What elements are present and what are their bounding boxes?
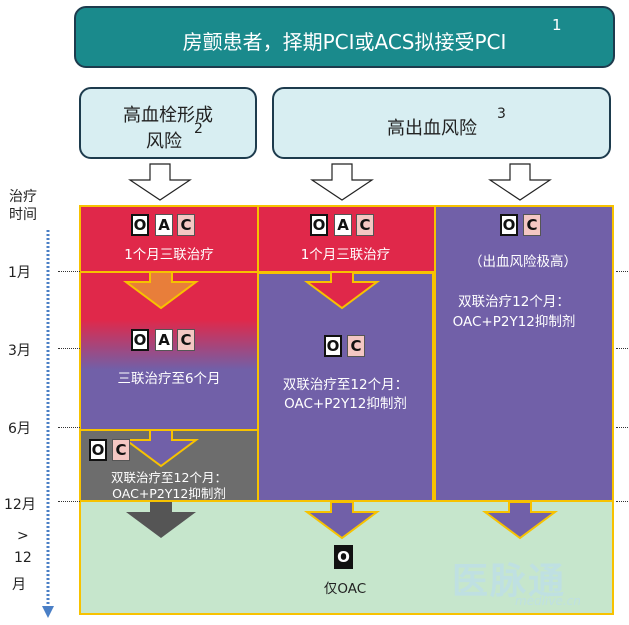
bleeding-risk-box: 高出血风险 3 [272,87,611,159]
col1-box3-badge-o: O [89,439,107,461]
guide-12m-right [616,501,628,502]
col3-text-line2: OAC+P2Y12抑制剂 [452,314,576,330]
tick-beyond-month: 月 [12,577,26,593]
col1-box2-badge-c: C [177,329,195,351]
header-ref: 1 [552,16,562,34]
guide-6m-left [58,427,80,428]
col1-box2-badge-o: O [131,329,149,351]
thrombo-risk-box: 高血栓形成 风险 2 [79,87,257,159]
bleeding-risk-ref: 3 [497,106,506,122]
timeline-title-line2: 时间 [9,207,37,223]
tick-12m: 12月 [4,497,36,513]
separator-1m [81,271,434,273]
col1-box2-badge-a: A [155,329,173,351]
col2-box2-text-line1: 双联治疗至12个月： [282,377,409,393]
col3-badge-c: C [523,214,541,236]
col2-box2-badge-o: O [324,335,342,357]
outline-arrow-col3 [488,163,552,201]
bleeding-risk-label: 高出血风险 [387,118,477,139]
outline-arrow-col2 [310,163,374,201]
thrombo-risk-line2: 风险 [146,131,182,152]
col1-box1-badge-a: A [155,214,173,236]
watermark-en: medlive.cn [515,594,581,608]
guide-1m-right [616,271,628,272]
col2-box2 [257,272,434,502]
col1-box1-badge-o: O [131,214,149,236]
tick-6m: 6月 [8,421,31,437]
col3-text-line1: 双联治疗12个月： [458,294,570,310]
tick-beyond-12: 12 [14,550,32,566]
col1-arrow-3 [126,502,196,538]
tick-1m: 1月 [8,265,31,281]
guide-12m-left [58,501,80,502]
watermark-cn: 医脉通 [452,561,567,602]
col2-box1-badge-o: O [310,214,328,236]
header-title: 房颤患者，择期PCI或ACS拟接受PCI [182,30,507,54]
col1-arrow-1 [122,271,200,310]
col3-note: （出血风险极高） [469,254,577,270]
col1-arrow-2 [122,429,200,468]
col2-box1-badge-c: C [356,214,374,236]
header-box: 房颤患者，择期PCI或ACS拟接受PCI 1 [74,6,615,68]
col1-box3-text-line2: OAC+P2Y12抑制剂 [112,486,226,501]
guide-3m-left [58,348,80,349]
col2-box1-text: 1个月三联治疗 [300,247,391,263]
thrombo-risk-line1: 高血栓形成 [123,105,213,126]
col2-arrow-2 [303,501,381,540]
col2-box2-badge-c: C [347,335,365,357]
timeline-title-line1: 治疗 [9,189,37,205]
col2-arrow-1 [303,271,381,310]
timeline-arrow [42,230,54,618]
final-label: 仅OAC [323,581,367,597]
tick-beyond-gt: > [17,528,29,544]
guide-3m-right [616,348,628,349]
col3-arrow [481,501,559,540]
col1-box2-text: 三联治疗至6个月 [117,371,221,387]
tick-3m: 3月 [8,343,31,359]
col2-box1-badge-a: A [334,214,352,236]
col3-box [434,207,612,502]
final-badge-o: O [334,545,353,569]
outline-arrow-col1 [128,163,192,201]
col3-badge-o: O [500,214,518,236]
guide-1m-left [58,271,80,272]
outline-arrows [128,163,552,201]
col1-box1-text: 1个月三联治疗 [124,247,214,263]
guide-6m-right [616,427,628,428]
col1-box3-text-line1: 双联治疗至12个月： [111,470,227,485]
thrombo-risk-ref: 2 [194,121,203,137]
col2-box2-text-line2: OAC+P2Y12抑制剂 [284,396,407,412]
col1-box1-badge-c: C [177,214,195,236]
col1-box3-badge-c: C [112,439,130,461]
